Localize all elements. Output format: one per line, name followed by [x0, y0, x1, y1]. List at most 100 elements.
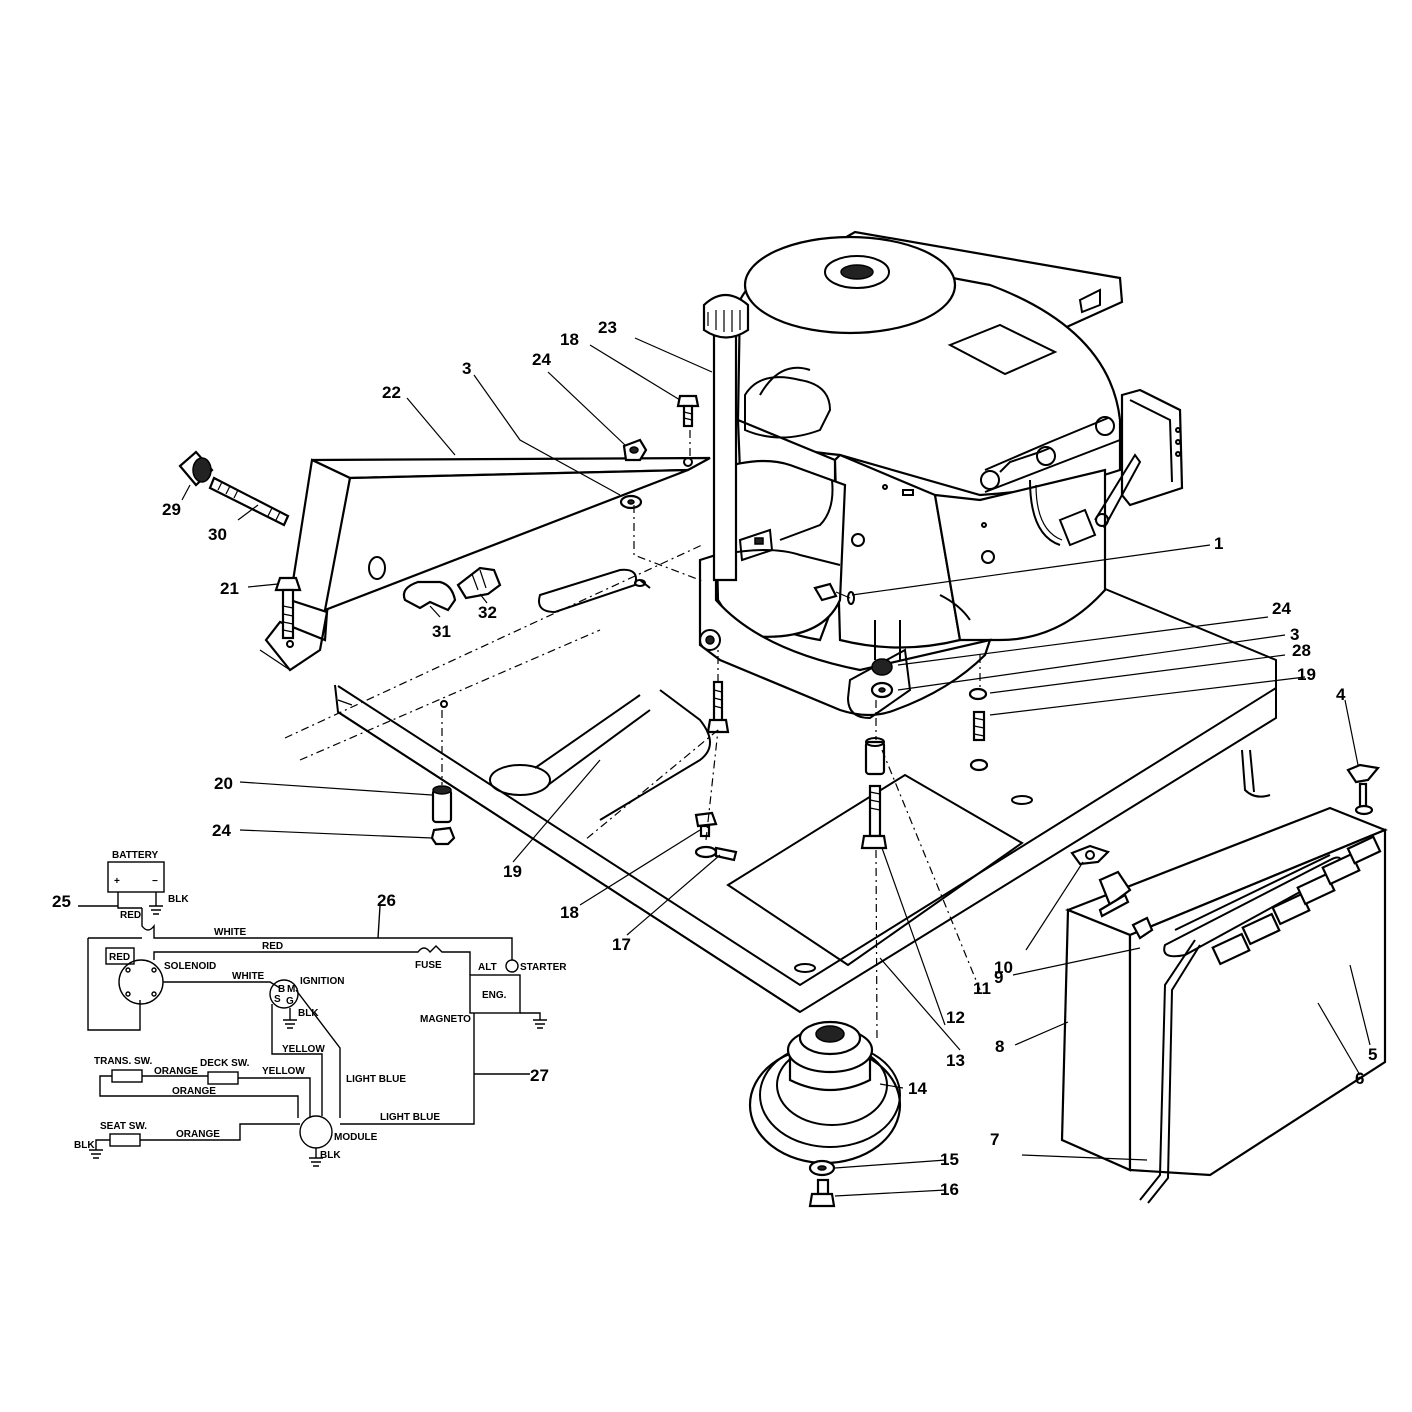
callout-9: 9 [994, 968, 1003, 987]
light-blue-label-2: LIGHT BLUE [380, 1112, 440, 1123]
module-symbol [299, 1115, 333, 1149]
yellow-label-2: YELLOW [262, 1066, 305, 1077]
engine-screw [813, 582, 855, 605]
callout-28: 28 [1292, 641, 1311, 660]
callout-11: 11 [973, 979, 991, 998]
ground-icon [283, 1019, 297, 1029]
callout-13: 13 [946, 1051, 965, 1070]
module-label: MODULE [334, 1132, 378, 1143]
leader-lines [181, 337, 1371, 1197]
callout-23: 23 [598, 318, 617, 337]
callout-3-top: 3 [462, 359, 471, 378]
yellow-label-1: YELLOW [282, 1044, 325, 1055]
deck-sw-label: DECK SW. [200, 1058, 250, 1069]
ground-icon [89, 1149, 103, 1159]
seat-switch-symbol [109, 1133, 141, 1147]
engine-symbol [469, 974, 521, 1014]
callout-7: 7 [990, 1130, 999, 1149]
battery-label: BATTERY [112, 850, 158, 861]
bracket-nut [619, 438, 648, 510]
orange-label-2: ORANGE [172, 1086, 216, 1097]
callout-6: 6 [1355, 1069, 1364, 1088]
bolt-top [676, 394, 700, 428]
frame-bolt [706, 680, 730, 734]
callout-10: 10 [994, 958, 1013, 977]
hose-elbow [402, 580, 457, 612]
deck-switch-symbol [207, 1071, 239, 1085]
coupler-nut [178, 450, 214, 487]
trans-sw-label: TRANS. SW. [94, 1056, 153, 1067]
ground-icon [149, 905, 163, 915]
callout-19-right: 19 [1297, 665, 1316, 684]
ignition-b: B [278, 984, 285, 995]
battery-minus: − [152, 876, 158, 887]
hose-fitting [456, 566, 502, 600]
callout-3-right: 3 [1290, 625, 1299, 644]
callout-32: 32 [478, 603, 497, 622]
spacer [430, 785, 456, 846]
callout-5: 5 [1368, 1045, 1377, 1064]
engine-label: ENG. [482, 990, 507, 1001]
magneto-label: MAGNETO [420, 1014, 471, 1025]
callout-15: 15 [940, 1150, 959, 1169]
callout-18-bottom: 18 [560, 903, 579, 922]
keeper-bolt [694, 811, 738, 862]
callout-14: 14 [908, 1079, 927, 1098]
ground-icon [533, 1019, 547, 1029]
callout-19-left: 19 [503, 862, 522, 881]
solenoid-symbol [118, 959, 164, 1005]
callout-24-left: 24 [212, 821, 231, 840]
callout-18-top: 18 [560, 330, 579, 349]
white-label-1: WHITE [214, 927, 247, 938]
trans-switch-symbol [111, 1069, 143, 1083]
white-label-2: WHITE [232, 971, 265, 982]
callout-numbers: 1 3 3 4 5 6 7 8 9 10 11 12 13 14 15 16 1… [52, 318, 1377, 1199]
dipstick-tube [702, 293, 750, 582]
threaded-rod [208, 476, 290, 527]
starter-label: STARTER [520, 962, 567, 973]
engine-mounting-plate [284, 544, 1277, 1014]
callout-25: 25 [52, 892, 71, 911]
callout-22: 22 [382, 383, 401, 402]
alt-label: ALT [478, 962, 497, 973]
orange-label-1: ORANGE [154, 1066, 198, 1077]
wiring-diagram: BATTERY + − BLK RED WHITE RED SOLENOID R… [74, 850, 567, 1167]
lock-washer [968, 687, 989, 772]
fuse-label: FUSE [415, 960, 442, 971]
blk-module-label: BLK [320, 1150, 341, 1161]
solenoid-label: SOLENOID [164, 961, 216, 972]
callout-31: 31 [432, 622, 451, 641]
battery-symbol [107, 861, 165, 893]
ground-icon [309, 1157, 323, 1167]
callout-27: 27 [530, 1066, 549, 1085]
callout-24-top: 24 [532, 350, 551, 369]
ignition-label: IGNITION [300, 976, 344, 987]
callout-4: 4 [1336, 685, 1346, 704]
battery [1060, 749, 1388, 1204]
blk-seat-label: BLK [74, 1140, 95, 1151]
blk-ignition-label: BLK [298, 1008, 319, 1019]
battery-plus: + [114, 876, 120, 887]
ignition-s: S [274, 994, 281, 1005]
ignition-m: M [287, 984, 295, 995]
engine [698, 230, 1184, 720]
callout-8: 8 [995, 1037, 1004, 1056]
callout-30: 30 [208, 525, 227, 544]
blk-battery-label: BLK [168, 894, 189, 905]
callout-24-right: 24 [1272, 599, 1291, 618]
engine-bracket [259, 456, 711, 672]
callout-12: 12 [946, 1008, 965, 1027]
callout-16: 16 [940, 1180, 959, 1199]
red-label-3: RED [262, 941, 283, 952]
callout-21: 21 [220, 579, 239, 598]
ignition-g: G [286, 996, 294, 1007]
light-blue-label-1: LIGHT BLUE [346, 1074, 406, 1085]
callout-1: 1 [1214, 534, 1223, 553]
red-label-2: RED [109, 952, 130, 963]
callout-17: 17 [612, 935, 631, 954]
orange-label-3: ORANGE [176, 1129, 220, 1140]
red-label-1: RED [120, 910, 141, 921]
callout-26: 26 [377, 891, 396, 910]
seat-sw-label: SEAT SW. [100, 1121, 147, 1132]
